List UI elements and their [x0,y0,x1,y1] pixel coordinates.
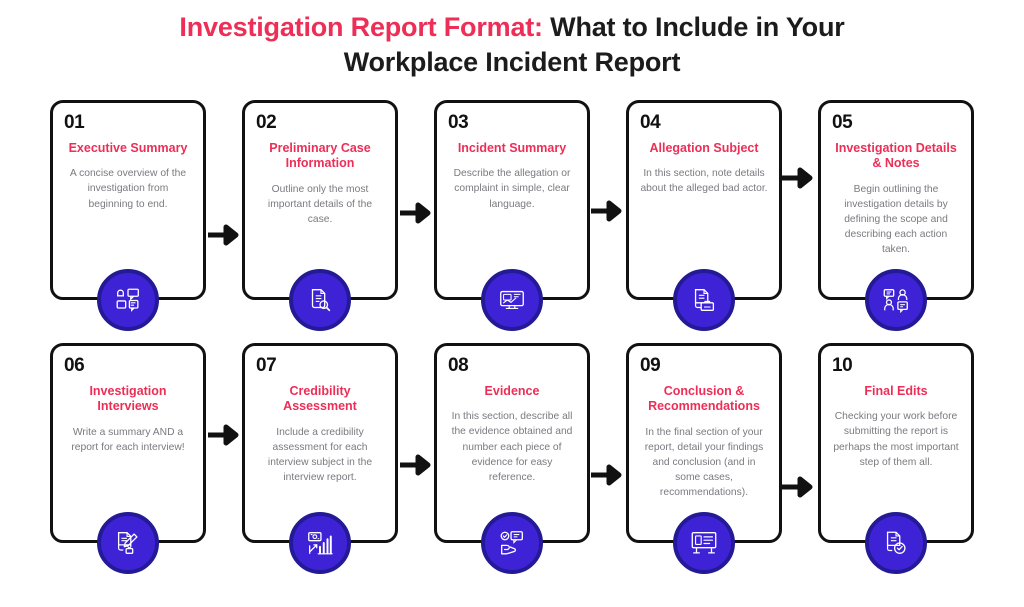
step-slot-10: 10 Final Edits Checking your work before… [818,343,974,574]
step-title: Executive Summary [68,141,188,155]
step-description: Describe the allegation or complaint in … [453,168,571,210]
people-chat-icon [865,269,927,331]
step-title: Incident Summary [457,141,567,155]
step-title: Investigation Interviews [89,384,167,414]
step-description: In this section, note details about the … [640,168,768,195]
step-title: Conclusion & Recommendations [648,384,760,414]
step-slot-01: 01 Executive Summary A concise overview … [50,100,206,331]
document-check-icon [865,512,927,574]
title-accent-text: Investigation Report Format: [179,12,543,42]
step-description: Write a summary AND a report for each in… [71,426,185,453]
step-number: 10 [832,355,853,376]
arrow-8-to-9 [589,462,623,488]
step-card-03[interactable]: 03 Incident Summary Describe the allegat… [434,100,590,300]
arrow-9-to-10 [780,474,814,500]
step-row-bottom: 06 Investigation Interviews Write a summ… [50,343,974,574]
step-number: 06 [64,355,85,376]
step-number: 07 [256,355,277,376]
step-number: 01 [64,112,85,133]
hand-check-chat-icon [481,512,543,574]
arrow-3-to-4 [589,198,623,224]
step-row-top: 01 Executive Summary A concise overview … [50,100,974,331]
presentation-board-icon [673,512,735,574]
step-description: Include a credibility assessment for eac… [267,426,373,484]
step-card-07[interactable]: 07 Credibility Assessment Include a cred… [242,343,398,543]
arrow-6-to-7 [206,422,240,448]
step-slot-02: 02 Preliminary Case Information Outline … [242,100,398,331]
step-slot-07: 07 Credibility Assessment Include a cred… [242,343,398,574]
step-title: Evidence [484,384,540,398]
step-slot-06: 06 Investigation Interviews Write a summ… [50,343,206,574]
document-pencil-icon [97,512,159,574]
step-description: A concise overview of the investigation … [69,168,187,210]
step-card-10[interactable]: 10 Final Edits Checking your work before… [818,343,974,543]
step-slot-04: 04 Allegation Subject In this section, n… [626,100,782,331]
step-slot-09: 09 Conclusion & Recommendations In the f… [626,343,782,574]
step-title: Credibility Assessment [283,384,357,414]
step-title: Allegation Subject [649,141,759,155]
step-card-04[interactable]: 04 Allegation Subject In this section, n… [626,100,782,300]
document-briefcase-icon [673,269,735,331]
document-search-icon [289,269,351,331]
arrow-7-to-8 [398,452,432,478]
documents-chat-icon [97,269,159,331]
bar-chart-growth-icon [289,512,351,574]
arrow-4-to-5 [780,165,814,191]
step-number: 05 [832,112,853,133]
step-title: Investigation Details & Notes [835,141,957,171]
step-slot-03: 03 Incident Summary Describe the allegat… [434,100,590,331]
page-title: Investigation Report Format: What to Inc… [0,10,1024,79]
title-line-2: Workplace Incident Report [343,46,681,77]
step-title: Final Edits [864,384,928,398]
step-card-01[interactable]: 01 Executive Summary A concise overview … [50,100,206,300]
step-slot-05: 05 Investigation Details & Notes Begin o… [818,100,974,331]
step-number: 02 [256,112,277,133]
step-number: 04 [640,112,661,133]
title-rest-text: What to Include in Your [542,12,845,42]
step-title: Preliminary Case Information [269,141,371,171]
title-line-1: Investigation Report Format: What to Inc… [0,10,1024,45]
step-number: 03 [448,112,469,133]
step-description: In the final section of your report, det… [644,426,764,499]
step-description: Checking your work before submitting the… [833,411,959,468]
arrow-1-to-2 [206,222,240,248]
step-number: 09 [640,355,661,376]
step-description: Outline only the most important details … [267,183,373,225]
step-description: In this section, describe all the eviden… [451,411,573,484]
step-slot-08: 08 Evidence In this section, describe al… [434,343,590,574]
step-card-05[interactable]: 05 Investigation Details & Notes Begin o… [818,100,974,300]
step-number: 08 [448,355,469,376]
monitor-report-icon [481,269,543,331]
arrow-2-to-3 [398,200,432,226]
step-description: Begin outlining the investigation detail… [844,183,948,256]
